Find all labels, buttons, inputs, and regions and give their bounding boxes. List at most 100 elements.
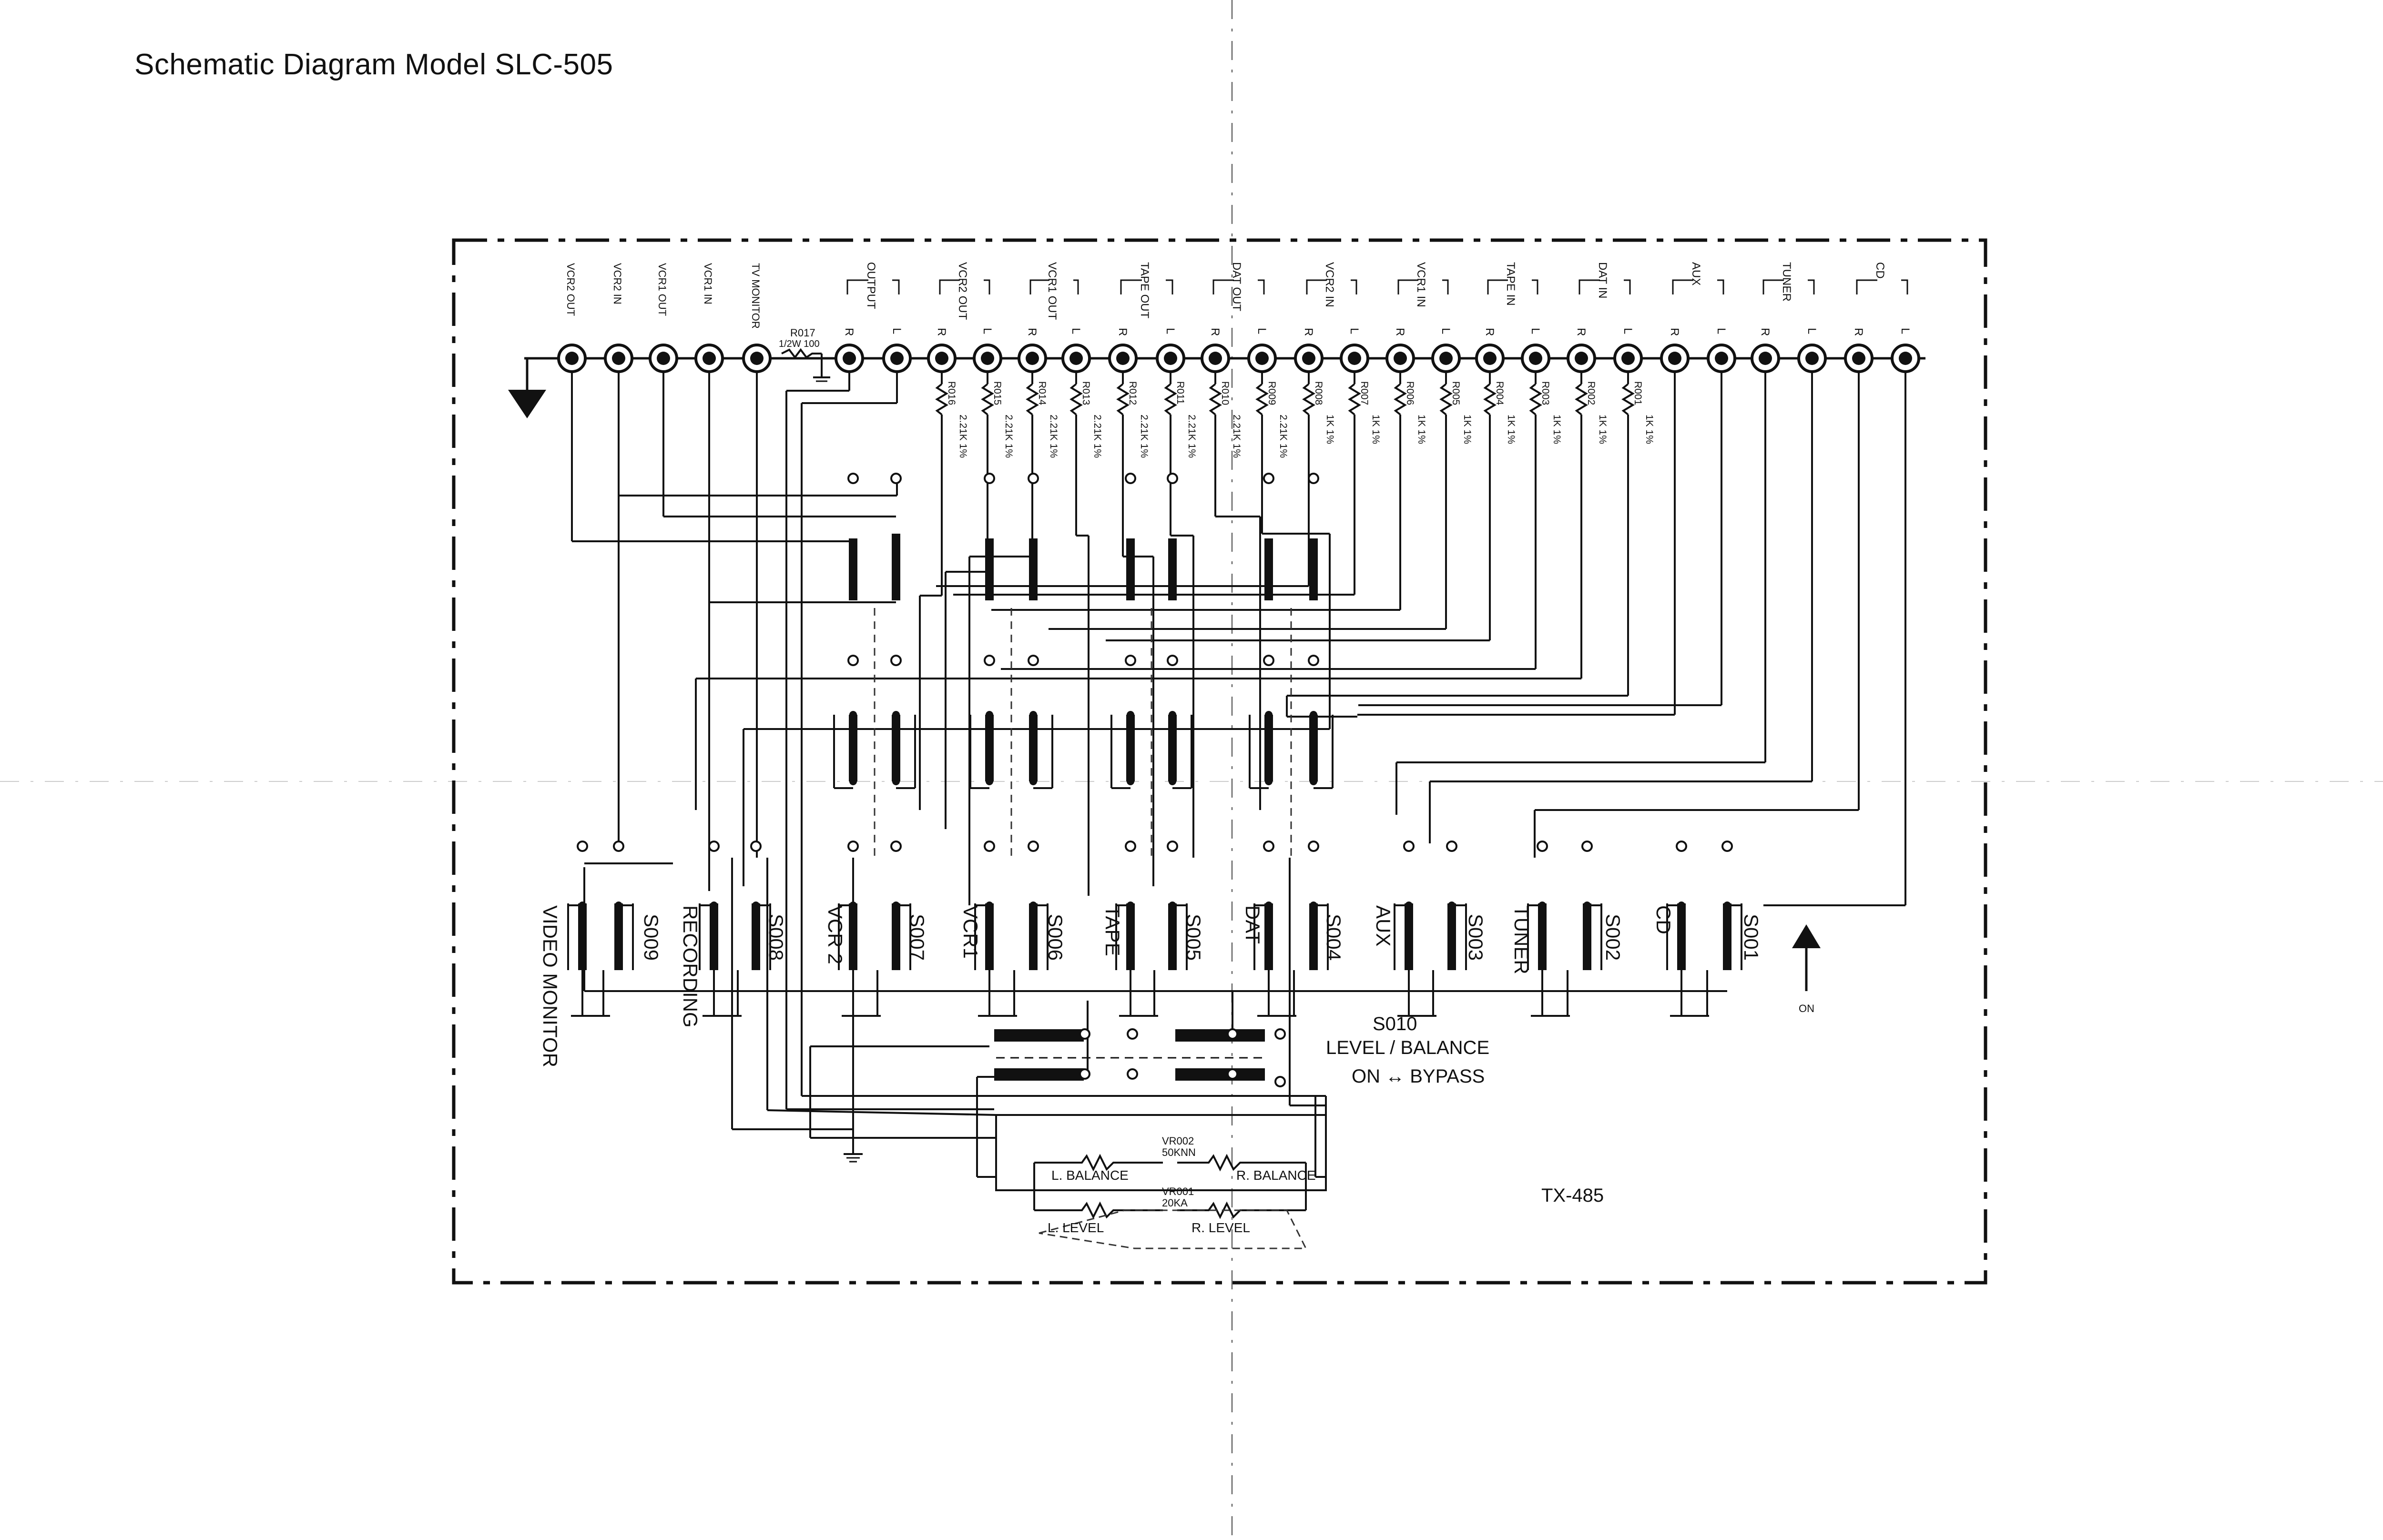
r017-value: 1/2W 100 <box>779 339 820 349</box>
aux-l-jack <box>1708 345 1735 372</box>
vcr1-out-r-jack <box>1019 345 1046 372</box>
resistor-value: 1K 1% <box>1324 415 1335 444</box>
switch-name: TUNER <box>1510 905 1533 974</box>
switch-name: VCR1 <box>959 905 982 959</box>
resistor-ref: R009 <box>1266 381 1277 405</box>
s010-ref: S010 <box>1373 1013 1417 1034</box>
j-vcr2-out-label: VCR2 OUT <box>565 263 577 316</box>
dat-in-l-tag: L <box>1621 328 1634 334</box>
vcr1-out-l-jack <box>1063 345 1090 372</box>
output-l-tag: L <box>890 328 903 334</box>
j-vcr2-out-jack <box>559 345 585 372</box>
on-label: ON <box>1799 1003 1814 1014</box>
resistor-value: 1K 1% <box>1416 415 1427 444</box>
vcr2-out-group-label: VCR2 OUT <box>956 262 969 320</box>
tape-in-r-tag: R <box>1483 328 1496 336</box>
resistor-ref: R004 <box>1494 381 1505 405</box>
dat-in-r-tag: R <box>1575 328 1588 336</box>
dat-out-r-jack <box>1202 345 1229 372</box>
dat-out-r-tag: R <box>1209 328 1222 336</box>
switch-name: CD <box>1652 905 1675 934</box>
output-r-tag: R <box>843 328 855 336</box>
j-tv-monitor-label: TV MONITOR <box>750 263 762 329</box>
switch-ref: S009 <box>640 914 662 961</box>
cd-group-label: CD <box>1874 262 1886 279</box>
board-outline <box>452 238 1987 1285</box>
resistor-value: 2.21K 1% <box>1278 415 1289 458</box>
tuner-l-tag: L <box>1805 328 1818 334</box>
vcr2-in-group-label: VCR2 IN <box>1323 262 1336 307</box>
switch-ref: S005 <box>1182 914 1205 961</box>
resistor-value: 2.21K 1% <box>1139 415 1150 458</box>
cd-r-tag: R <box>1852 328 1865 336</box>
aux-l-tag: L <box>1715 328 1728 334</box>
s010-switch <box>994 1028 1286 1087</box>
vcr2-in-r-jack <box>1295 345 1322 372</box>
switch-s002: TUNER S002 <box>1510 841 1624 1017</box>
r-balance-label: R. BALANCE <box>1236 1168 1316 1183</box>
aux-r-tag: R <box>1668 328 1681 336</box>
resistor-ref: R015 <box>992 381 1003 405</box>
vcr2-in-l-tag: L <box>1348 328 1361 334</box>
tuner-group-label: TUNER <box>1780 262 1793 302</box>
tape-out-group-label: TAPE OUT <box>1138 262 1151 319</box>
switch-ref: S003 <box>1465 914 1487 961</box>
vcr1-out-r-tag: R <box>1026 328 1039 336</box>
model-code: TX-485 <box>1541 1185 1604 1206</box>
switch-ref: S002 <box>1602 914 1624 961</box>
tuner-r-jack <box>1752 345 1779 372</box>
tuner-l-jack <box>1799 345 1825 372</box>
s010-line1: LEVEL / BALANCE <box>1326 1037 1489 1058</box>
resistor-value: 1K 1% <box>1551 415 1562 444</box>
level-balance-controls: VR002 50KNN L. BALANCE R. BALANCE VR001 … <box>995 1114 1327 1249</box>
on-arrow: ON <box>1792 924 1821 1014</box>
tuner-r-tag: R <box>1759 328 1772 336</box>
page-title: Schematic Diagram Model SLC-505 <box>134 48 613 81</box>
resistor-ref: R016 <box>946 381 957 405</box>
vcr1-in-r-tag: R <box>1394 328 1406 336</box>
cd-r-jack <box>1845 345 1872 372</box>
switch-ref: S007 <box>906 914 928 961</box>
resistor-ref: R001 <box>1632 381 1643 405</box>
output-r-jack <box>836 345 863 372</box>
dat-out-l-jack <box>1249 345 1275 372</box>
cd-l-jack <box>1892 345 1919 372</box>
vr001-ref: VR001 <box>1162 1185 1194 1197</box>
resistor-ref: R006 <box>1405 381 1416 405</box>
resistor-value: 1K 1% <box>1644 415 1655 444</box>
switch-name: VIDEO MONITOR <box>539 905 561 1067</box>
resistor-value: 2.21K 1% <box>1231 415 1242 458</box>
j-vcr2-in-jack <box>605 345 632 372</box>
vcr2-out-l-jack <box>974 345 1001 372</box>
aux-group-label: AUX <box>1690 262 1702 285</box>
switch-name: RECORDING <box>679 905 702 1028</box>
r017-ref: R017 <box>790 327 815 339</box>
resistor-value: 1K 1% <box>1597 415 1608 444</box>
vcr2-in-r-tag: R <box>1302 328 1315 336</box>
switch-name: DAT <box>1242 905 1264 944</box>
resistor-r017: R017 1/2W 100 <box>779 327 830 382</box>
vcr1-in-l-tag: L <box>1439 328 1452 334</box>
resistor-value: 2.21K 1% <box>1048 415 1059 458</box>
j-vcr1-in-jack <box>696 345 723 372</box>
j-vcr1-out-jack <box>650 345 677 372</box>
resistor-ref: R010 <box>1220 381 1231 405</box>
l-balance-label: L. BALANCE <box>1051 1168 1129 1183</box>
resistor-ref: R007 <box>1359 381 1370 405</box>
switch-name: VCR 2 <box>824 905 846 964</box>
dat-out-l-tag: L <box>1255 328 1268 334</box>
